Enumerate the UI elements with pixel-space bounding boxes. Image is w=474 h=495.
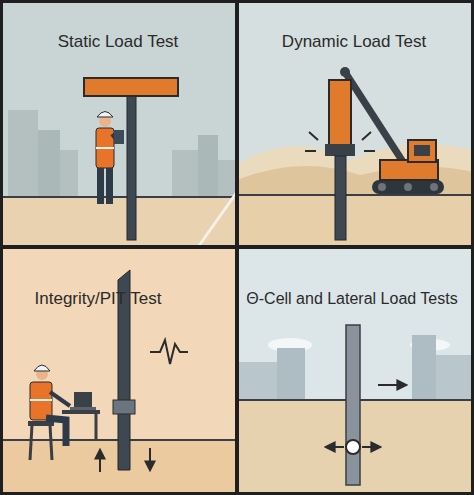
left-arrow	[326, 446, 344, 448]
laptop-screen	[74, 392, 92, 408]
worker-vest	[30, 382, 52, 420]
worker-leg	[46, 418, 66, 446]
panel-divider	[198, 192, 237, 247]
wheel	[378, 183, 386, 191]
pile	[346, 325, 360, 485]
worker-leg	[106, 168, 113, 204]
panel-title: Static Load Test	[18, 32, 218, 52]
desk-leg	[95, 414, 98, 440]
building	[38, 130, 60, 200]
pile-collar	[113, 400, 135, 414]
vest-stripe	[96, 147, 114, 149]
test-panel: Dynamic Load Test	[237, 0, 474, 247]
panel-border	[0, 245, 474, 249]
building	[277, 348, 305, 400]
hammer	[329, 80, 351, 146]
worker-arm	[50, 392, 70, 406]
worker-leg	[97, 168, 104, 204]
sky	[237, 0, 474, 247]
building	[237, 362, 277, 400]
load-beam	[84, 78, 178, 96]
pile	[335, 156, 346, 240]
test-panel: Integrity/PIT Test	[0, 247, 237, 495]
panel-title: Integrity/PIT Test	[4, 289, 192, 309]
ground-line	[237, 194, 474, 196]
pile	[127, 92, 136, 240]
desk	[62, 410, 100, 414]
lateral-load-arrow	[378, 384, 406, 386]
building	[60, 150, 78, 200]
building	[412, 335, 436, 400]
tablet	[114, 130, 124, 144]
sheave	[340, 67, 350, 77]
impact-line	[309, 132, 318, 140]
cab-window	[414, 145, 430, 156]
down-arrow	[149, 448, 151, 470]
up-arrow	[99, 450, 101, 472]
impact-line	[305, 150, 316, 152]
test-panel: Static Load Test	[0, 0, 237, 247]
worker-vest	[96, 128, 114, 168]
hammer-cap	[325, 144, 355, 156]
ground	[237, 195, 474, 247]
test-panel: Θ-Cell and Lateral Load Tests	[237, 247, 474, 495]
stool-leg	[50, 425, 52, 460]
wheel	[430, 183, 438, 191]
sky	[0, 0, 237, 247]
impact-line	[362, 132, 371, 140]
building	[436, 355, 474, 400]
sky	[237, 247, 474, 495]
dune	[237, 144, 474, 247]
impact-line	[364, 150, 375, 152]
vest-stripe	[30, 399, 52, 401]
background	[0, 247, 237, 495]
wheel	[404, 183, 412, 191]
hard-hat	[97, 112, 113, 118]
building	[8, 110, 38, 200]
stool-leg	[30, 425, 32, 460]
right-arrow	[362, 446, 380, 448]
hard-hat	[34, 365, 50, 371]
panel-title: Dynamic Load Test	[254, 32, 454, 52]
building	[198, 135, 218, 200]
panel-title: Θ-Cell and Lateral Load Tests	[241, 289, 463, 308]
waveform-symbol	[150, 340, 188, 364]
ground	[0, 197, 237, 247]
o-cell	[346, 440, 360, 454]
laptop-base	[70, 407, 96, 410]
building	[172, 150, 198, 200]
excavator-cab	[408, 140, 436, 162]
track	[372, 180, 444, 194]
ground-line	[0, 196, 237, 198]
